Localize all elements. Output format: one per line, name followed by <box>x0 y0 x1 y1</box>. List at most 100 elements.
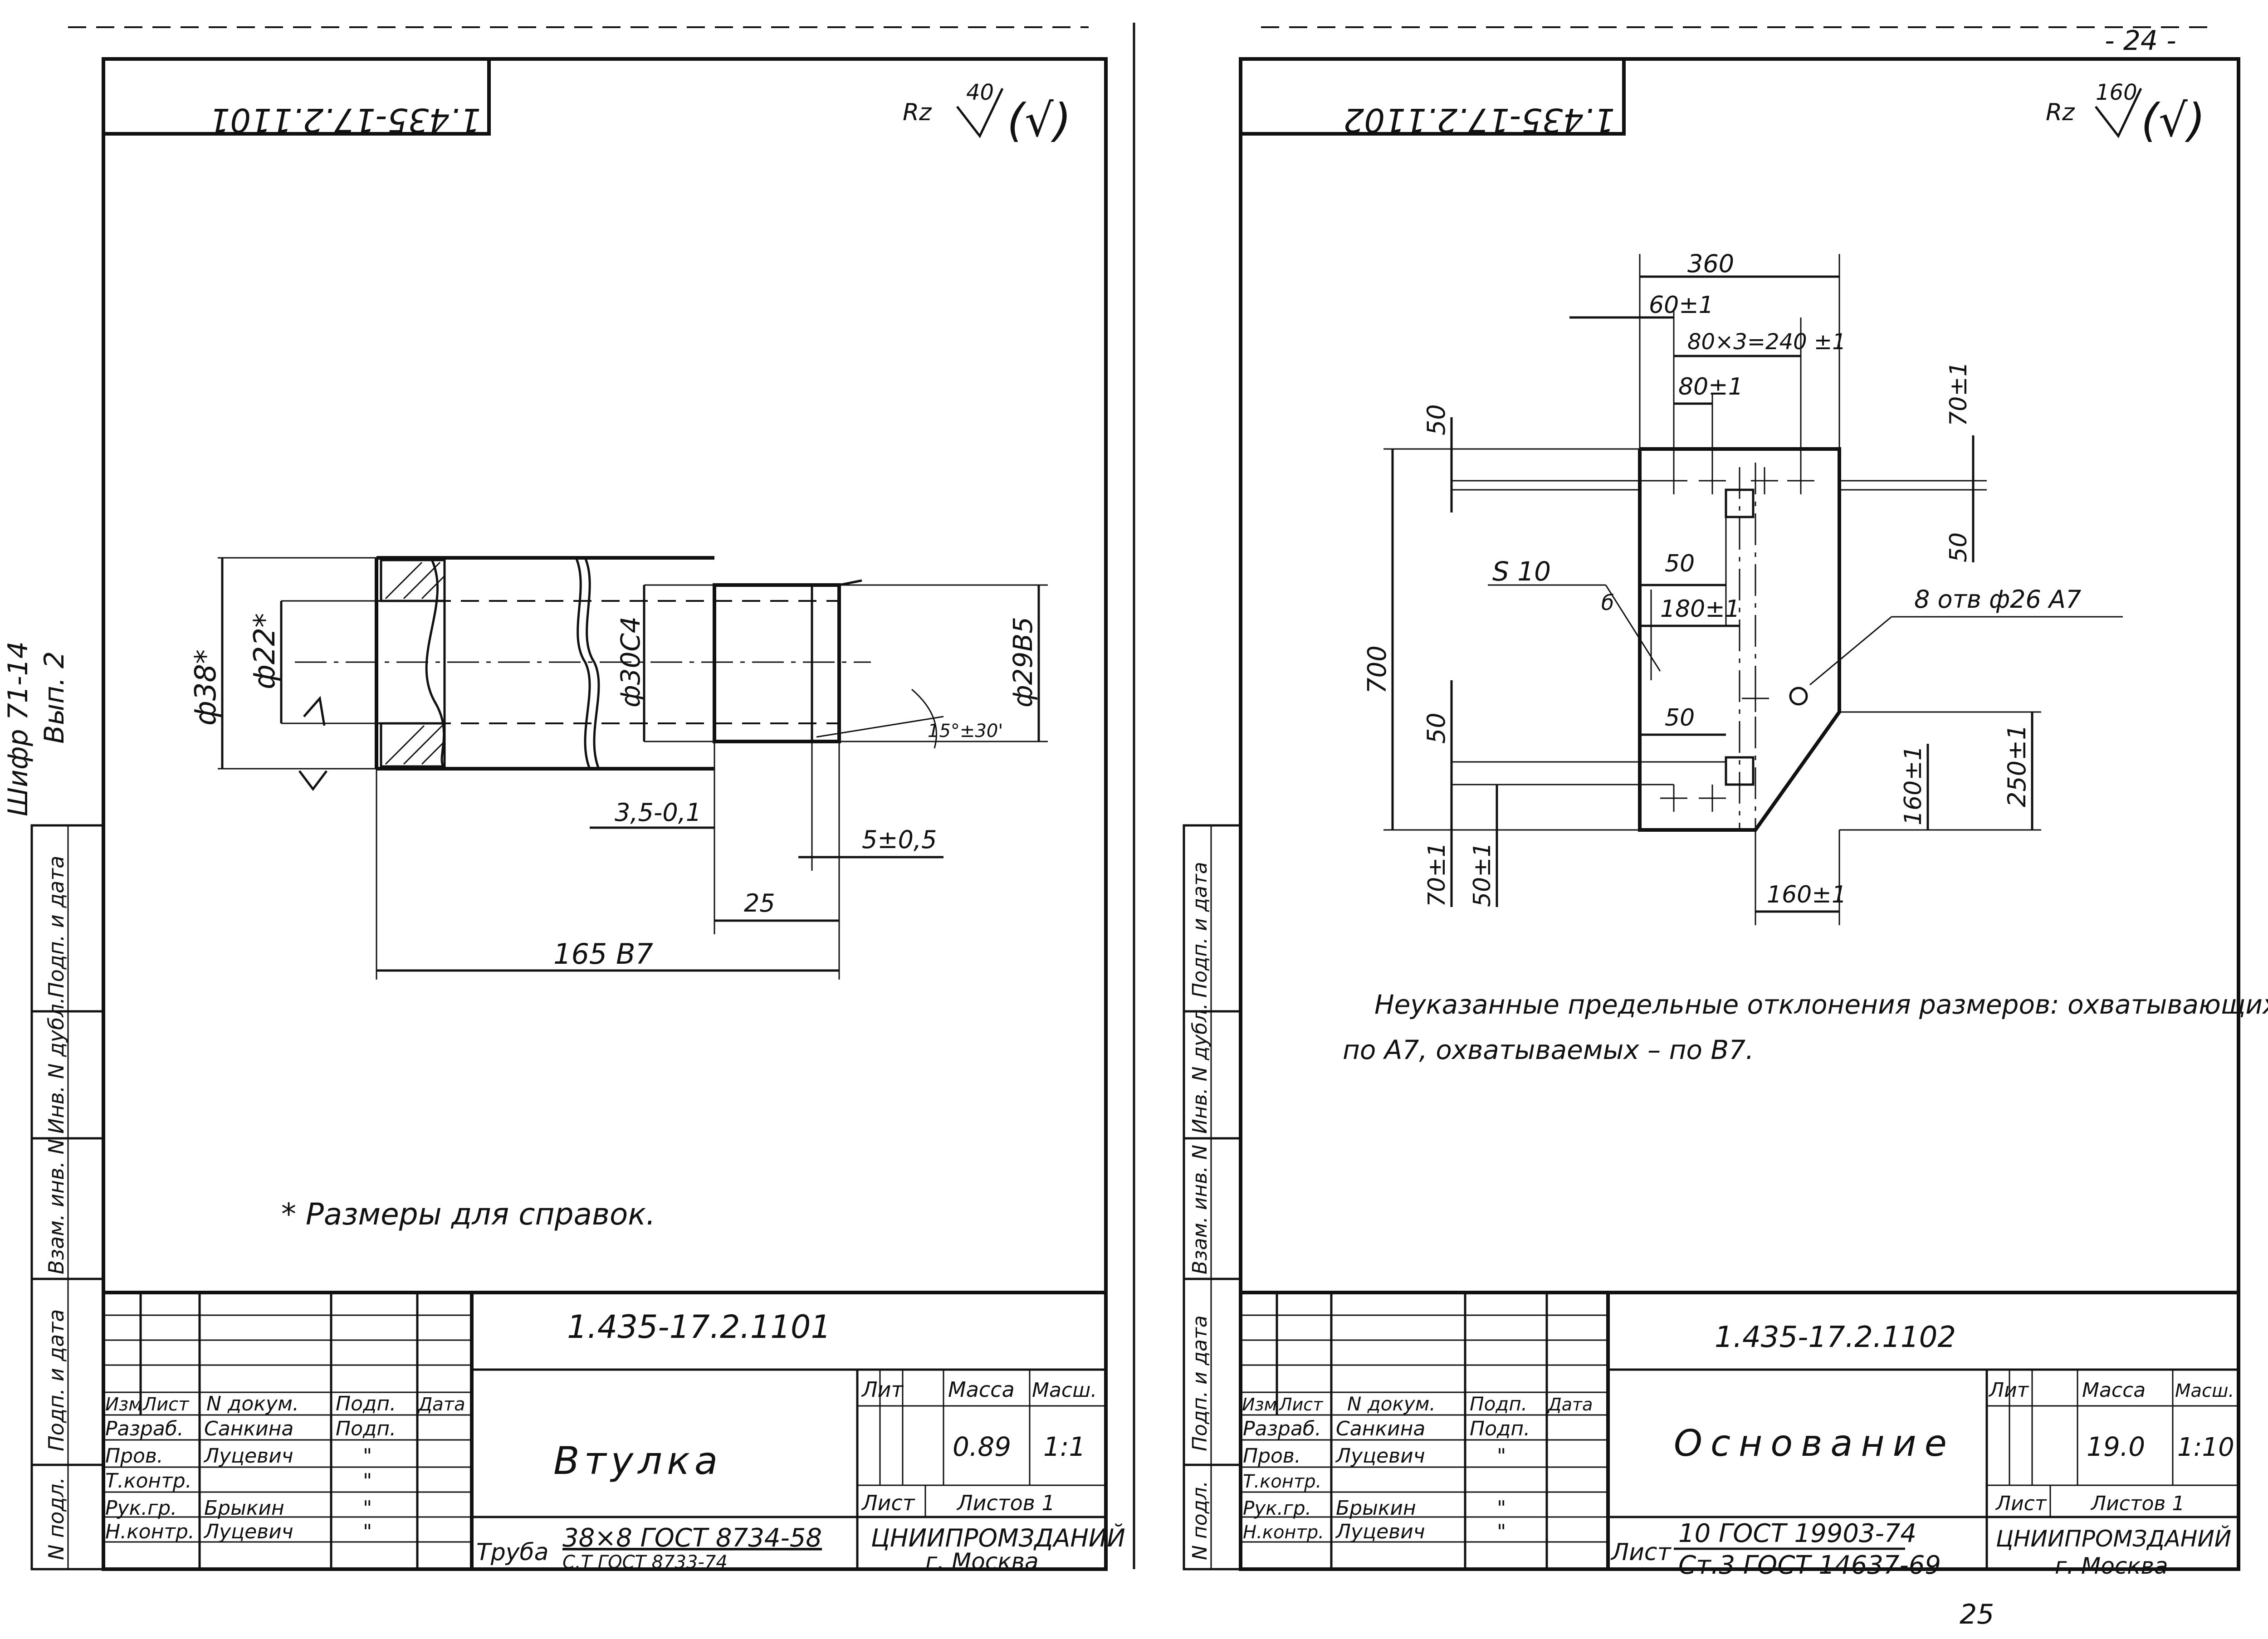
svg-text:(√): (√) <box>1007 94 1071 147</box>
left-tb-r3-sign: " <box>363 1469 372 1493</box>
left-rotated-designation: 1.435-17.2.1101 <box>209 101 481 139</box>
right-title-block <box>1241 1291 2239 1569</box>
right-tb-lit-label: Лит <box>1988 1379 2029 1402</box>
dim-len-25: 25 <box>744 889 775 917</box>
right-tb-r5-sign: " <box>1497 1520 1506 1543</box>
left-side-strip <box>30 824 105 1571</box>
left-tb-r3-role: Т.контр. <box>105 1469 192 1493</box>
left-tb-r2-role: Пров. <box>105 1444 163 1468</box>
dim-width-360: 360 <box>1687 249 1734 278</box>
right-strip-cell-2: Инв. N дубл. <box>1188 1003 1212 1134</box>
left-tb-material-prefix: Труба <box>476 1539 548 1566</box>
dim-shaft: ф29В5 <box>1007 617 1038 707</box>
left-tb-r1-role: Разраб. <box>105 1417 184 1440</box>
dim-step: 5±0,5 <box>862 825 937 854</box>
right-tb-sheet-label: Лист <box>1995 1492 2047 1515</box>
dim-pitch: 80×3=240 ±1 <box>1687 329 1846 355</box>
right-tb-r2-person: Луцевич <box>1335 1444 1425 1468</box>
left-strip-cell-4: Подп. и дата <box>44 1309 68 1451</box>
dim-outer-dia: ф38* <box>189 649 223 726</box>
left-tb-r5-person: Луцевич <box>203 1520 293 1543</box>
right-tb-scale-label: Масш. <box>2175 1380 2234 1401</box>
dim-50-mid: 50 <box>1665 550 1695 577</box>
left-title-block <box>103 1291 1106 1569</box>
left-sheet-frame <box>102 57 1108 1571</box>
top-edge-marks <box>68 23 2209 1569</box>
dim-70-bot: 70±1 <box>1423 842 1451 907</box>
left-tb-r5-role: Н.контр. <box>105 1520 195 1543</box>
left-roughness: Rz 40 (√) <box>903 80 1071 147</box>
left-tb-r4-sign: " <box>363 1497 372 1520</box>
right-tb-material-1: 10 ГОСТ 19903-74 <box>1678 1519 1916 1548</box>
left-tb-name: Втулка <box>553 1439 722 1483</box>
right-strip-cell-3: Взам. инв. N <box>1188 1145 1212 1274</box>
right-tb-org-1: ЦНИИПРОМЗДАНИЙ <box>1996 1525 2231 1552</box>
right-tb-mass-value: 19.0 <box>2087 1431 2145 1462</box>
dim-250: 250±1 <box>2003 724 2031 807</box>
right-tb-sheets-label: Листов 1 <box>2090 1492 2185 1515</box>
left-tb-material-2: С.Т ГОСТ 8733-74 <box>562 1552 728 1573</box>
dim-50-right: 50 <box>1945 532 1972 562</box>
left-tb-h5: Дата <box>417 1394 465 1415</box>
left-tb-h2: Лист <box>142 1394 190 1415</box>
dim-160-h: 160±1 <box>1767 881 1847 908</box>
dim-50-low: 50 <box>1665 704 1695 732</box>
right-tb-h1: Изм <box>1242 1395 1277 1415</box>
left-tb-scale-label: Масш. <box>1032 1379 1097 1402</box>
right-tb-material-prefix: Лист <box>1610 1539 1672 1566</box>
right-tb-r3-role: Т.контр. <box>1243 1471 1321 1492</box>
bottom-page-number: 25 <box>1960 1599 1994 1630</box>
right-tb-h3: N докум. <box>1347 1393 1436 1415</box>
left-tb-r4-person: Брыкин <box>204 1497 284 1520</box>
bushing-drawing <box>218 556 1048 980</box>
right-tb-h4: Подп. <box>1470 1393 1527 1415</box>
dim-holes: 8 отв ф26 А7 <box>1914 585 2081 614</box>
dim-160-v: 160±1 <box>1900 746 1927 825</box>
left-tb-lit-label: Лит <box>861 1377 904 1402</box>
dim-chamfer: 15°±30' <box>928 721 1003 741</box>
right-tb-r1-sign: Подп. <box>1470 1417 1530 1440</box>
right-tb-designation: 1.435-17.2.1102 <box>1715 1321 1956 1354</box>
left-tb-r1-person: Санкина <box>204 1417 293 1440</box>
dim-bore: ф30С4 <box>615 616 646 707</box>
right-tb-org-2: г. Москва <box>2055 1553 2168 1579</box>
left-strip-cell-5: N подл. <box>44 1477 68 1560</box>
left-strip-issue: Вып. 2 <box>39 651 70 744</box>
right-note-line-2: по А7, охватываемых – по В7. <box>1343 1034 1754 1065</box>
left-tb-r1-sign: Подп. <box>336 1417 396 1440</box>
right-tb-r4-sign: " <box>1497 1497 1506 1520</box>
right-sheet-frame <box>1239 57 2240 1571</box>
left-tb-mass-value: 0.89 <box>953 1431 1011 1462</box>
right-tb-mass-label: Масса <box>2082 1379 2146 1402</box>
right-tb-r1-person: Санкина <box>1336 1417 1425 1440</box>
left-strip-cipher: Шифр 71-14 <box>2 641 34 816</box>
left-tb-h3: N докум. <box>206 1392 299 1415</box>
left-tb-material-1: 38×8 ГОСТ 8734-58 <box>562 1523 822 1553</box>
dim-70-top: 70±1 <box>1945 361 1972 426</box>
left-strip-cell-2: Инв. N дубл. <box>44 997 68 1134</box>
dim-80: 80±1 <box>1678 373 1743 400</box>
left-tb-r2-sign: " <box>363 1444 372 1468</box>
dim-b-label: б <box>1601 590 1614 615</box>
left-tb-sheet-label: Лист <box>861 1491 915 1515</box>
right-tb-h5: Дата <box>1547 1395 1593 1415</box>
left-strip-cell-1: Подп. и дата <box>44 856 68 998</box>
page-number: - 24 - <box>2105 25 2176 57</box>
right-tb-material-2: Ст.3 ГОСТ 14637-69 <box>1678 1551 1941 1580</box>
left-tb-scale-value: 1:1 <box>1043 1431 1085 1462</box>
dim-top50: 50 <box>1422 404 1451 435</box>
dim-inner-dia: ф22* <box>248 613 282 689</box>
left-tb-sheets-label: Листов 1 <box>956 1491 1055 1515</box>
left-tb-org-2: г. Москва <box>925 1548 1039 1575</box>
right-strip-cell-1: Подп. и дата <box>1188 862 1212 998</box>
left-tb-org-1: ЦНИИПРОМЗДАНИЙ <box>871 1524 1125 1552</box>
dim-60: 60±1 <box>1649 292 1714 319</box>
right-tb-name: Основание <box>1674 1422 1955 1464</box>
right-note-line-1: Неуказанные предельные отклонения размер… <box>1374 989 2268 1020</box>
svg-text:40: 40 <box>966 80 994 105</box>
right-side-strip <box>1183 824 1242 1571</box>
left-strip-cell-3: Взам. инв. N <box>44 1139 68 1274</box>
base-plate-drawing <box>1383 254 2123 925</box>
svg-text:(√): (√) <box>2141 94 2205 147</box>
right-tb-r4-role: Рук.гр. <box>1243 1497 1311 1519</box>
